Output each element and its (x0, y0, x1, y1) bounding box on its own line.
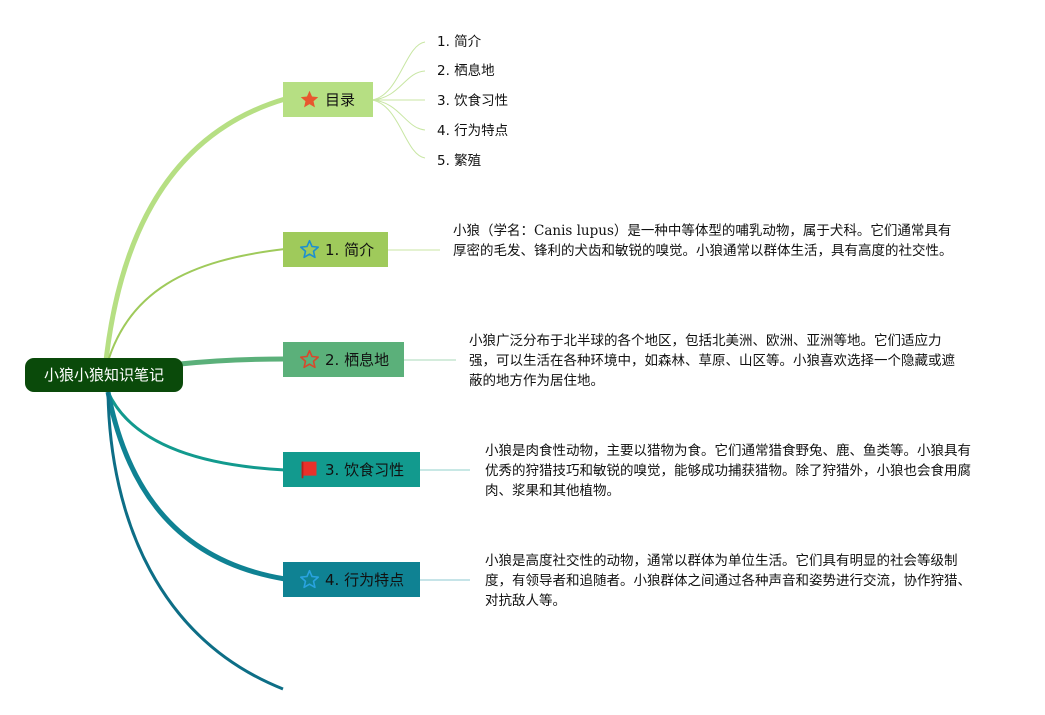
root-node[interactable]: 小狼小狼知识笔记 (25, 358, 183, 392)
toc-item[interactable]: 3. 饮食习性 (437, 93, 509, 109)
section-habitat-node[interactable]: 2. 栖息地 (283, 342, 404, 377)
branch-diet (106, 391, 286, 472)
star-outline-icon (299, 349, 320, 370)
branch-intro (104, 248, 286, 373)
toc-link-1 (371, 41, 426, 101)
toc-item[interactable]: 2. 栖息地 (437, 63, 495, 79)
star-filled-icon (299, 89, 320, 110)
toc-node[interactable]: 目录 (283, 82, 373, 117)
section-habitat-description: 小狼广泛分布于北半球的各个地区，包括北美洲、欧洲、亚洲等地。它们适应力强，可以生… (469, 333, 955, 389)
section-diet-description: 小狼是肉食性动物，主要以猎物为食。它们通常猎食野兔、鹿、鱼类等。小狼具有优秀的狩… (485, 443, 971, 499)
root-label: 小狼小狼知识笔记 (43, 366, 164, 384)
toc-link-4 (371, 99, 426, 131)
section-label: 4. 行为特点 (325, 571, 405, 589)
section-label: 1. 简介 (325, 241, 375, 259)
section-behavior-description: 小狼是高度社交性的动物，通常以群体为单位生活。它们具有明显的社会等级制度，有领导… (485, 553, 971, 609)
toc-label: 目录 (325, 91, 356, 109)
toc-item[interactable]: 4. 行为特点 (437, 123, 509, 139)
branch-habitat (179, 356, 286, 367)
flag-icon (299, 459, 320, 480)
branch-toc (102, 96, 288, 373)
section-label: 2. 栖息地 (325, 351, 390, 369)
section-intro-description: 小狼（学名：Canis lupus）是一种中等体型的哺乳动物，属于犬科。它们通常… (453, 223, 953, 259)
branch-extra (106, 391, 284, 691)
toc-item[interactable]: 5. 繁殖 (437, 153, 482, 169)
branch-behavior (105, 391, 286, 582)
toc-link-2 (371, 70, 426, 101)
toc-link-5 (371, 99, 426, 159)
section-label: 3. 饮食习性 (325, 461, 405, 479)
section-behavior-node[interactable]: 4. 行为特点 (283, 562, 420, 597)
star-outline-icon (299, 239, 320, 260)
section-diet-node[interactable]: 3. 饮食习性 (283, 452, 420, 487)
toc-item[interactable]: 1. 简介 (437, 34, 482, 50)
section-intro-node[interactable]: 1. 简介 (283, 232, 388, 267)
star-outline-icon (299, 569, 320, 590)
